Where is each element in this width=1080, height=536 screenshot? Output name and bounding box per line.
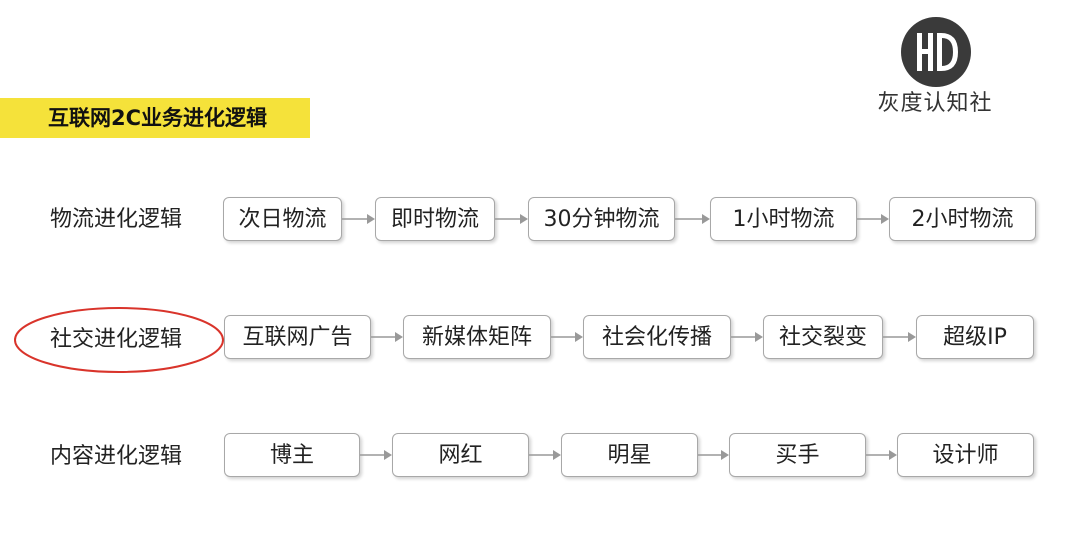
flow-node: 次日物流 [223,197,342,241]
flow-node: 明星 [561,433,698,477]
flow-arrow [551,331,583,343]
flow-arrow [883,331,916,343]
flow-arrow [371,331,403,343]
flow-node: 博主 [224,433,360,477]
flow-arrow [529,449,561,461]
flow-node: 互联网广告 [224,315,371,359]
flow-arrow [866,449,897,461]
flow-arrow [675,213,710,225]
flow-arrow [360,449,392,461]
brand-name: 灰度认知社 [877,91,993,116]
row-label-social: 社交进化逻辑 [50,327,183,352]
flow-arrow [698,449,729,461]
flow-node: 30分钟物流 [528,197,675,241]
hd-logo-icon [900,16,972,88]
row-label-logistics: 物流进化逻辑 [50,207,183,232]
flow-node: 1小时物流 [710,197,857,241]
flow-arrow [731,331,763,343]
flow-node: 网红 [392,433,529,477]
flow-node: 2小时物流 [889,197,1036,241]
flow-node: 社会化传播 [583,315,731,359]
flow-arrow [495,213,528,225]
flow-node: 社交裂变 [763,315,883,359]
flow-node: 超级IP [916,315,1034,359]
page-title: 互联网2C业务进化逻辑 [48,106,268,130]
flow-arrow [342,213,375,225]
row-label-content: 内容进化逻辑 [50,444,183,469]
flow-node: 设计师 [897,433,1034,477]
flow-node: 即时物流 [375,197,495,241]
flow-arrow [857,213,889,225]
flow-node: 买手 [729,433,866,477]
red-circle-annotation [12,305,226,375]
flow-node: 新媒体矩阵 [403,315,551,359]
title-highlight-bar [0,98,310,138]
